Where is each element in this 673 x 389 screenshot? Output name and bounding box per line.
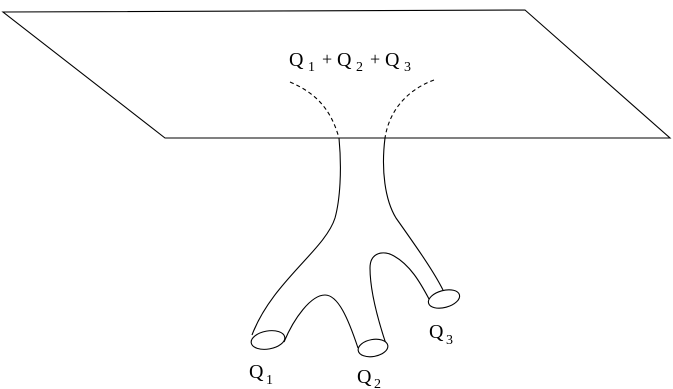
- label-branch-2: Q 2: [357, 366, 381, 389]
- plane-surface: [1, 9, 672, 139]
- tube-end-3: [427, 289, 461, 309]
- tube-end-1: [250, 330, 286, 350]
- label-sum-q2-subscript: 2: [356, 60, 363, 75]
- tube-left-dashed-continuation: [289, 81, 340, 139]
- label-sum-q2: Q: [337, 49, 352, 71]
- label-branch-1-subscript: 1: [266, 373, 273, 388]
- label-branch-2-subscript: 2: [374, 377, 381, 389]
- label-sum-q1: Q: [289, 49, 304, 71]
- label-branch-3: Q 3: [429, 321, 453, 348]
- tube-outer-boundary: [251, 137, 444, 336]
- label-branch-1-letter: Q: [249, 361, 264, 383]
- label-branch-3-subscript: 3: [446, 333, 453, 348]
- label-branch-1: Q 1: [249, 361, 273, 388]
- label-branch-2-letter: Q: [357, 366, 372, 388]
- tube-crotch-right: [369, 252, 430, 345]
- label-sum-q1-subscript: 1: [308, 60, 315, 75]
- label-sum-q3-subscript: 3: [404, 60, 411, 75]
- tube-crotch-left: [283, 294, 359, 349]
- tube-right-dashed-continuation: [384, 79, 435, 139]
- tube-end-2: [357, 338, 389, 358]
- label-charge-sum: Q 1 + Q 2 + Q 3: [289, 49, 411, 75]
- label-sum-q3: Q: [385, 49, 400, 71]
- label-sum-plus-2: +: [370, 49, 380, 69]
- label-sum-plus-1: +: [322, 49, 332, 69]
- label-branch-3-letter: Q: [429, 321, 444, 343]
